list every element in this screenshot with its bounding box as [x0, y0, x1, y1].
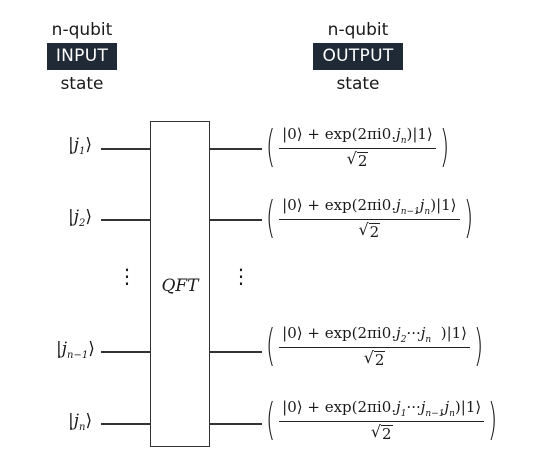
input-header-top: n-qubit	[51, 20, 113, 40]
input-ket-1: |j1⟩	[68, 135, 93, 157]
output-ellipsis: ⋮	[231, 264, 251, 288]
output-wire-1	[210, 148, 262, 150]
input-ket-n-1: |jn−1⟩	[56, 339, 95, 361]
qft-gate-box	[150, 121, 210, 447]
output-wire-2	[210, 219, 262, 221]
output-state-1-denominator: √2	[346, 149, 369, 170]
output-state-2-denominator: √2	[358, 220, 381, 241]
input-state-header: n-qubit INPUT state	[33, 20, 131, 94]
output-state-n-1: ( |0⟩ + exp(2πi0.j2···jn )|1⟩ √2 )	[265, 320, 484, 371]
output-label-box: OUTPUT	[313, 43, 403, 70]
output-state-header: n-qubit OUTPUT state	[306, 20, 410, 94]
input-wire-n	[101, 423, 150, 425]
output-state-n-denominator: √2	[370, 422, 393, 443]
output-state-1-numerator: |0⟩ + exp(2πi0.jn)|1⟩	[279, 125, 436, 149]
output-state-n-numerator: |0⟩ + exp(2πi0.j1···jn−1jn)|1⟩	[279, 398, 485, 422]
input-ellipsis: ⋮	[117, 264, 137, 288]
input-wire-1	[101, 148, 150, 150]
input-ket-n: |jn⟩	[68, 411, 93, 433]
output-wire-n	[210, 423, 262, 425]
input-label-box: INPUT	[46, 43, 118, 70]
qft-gate-label: QFT	[161, 276, 199, 296]
input-wire-2	[101, 219, 150, 221]
input-ket-2: |j2⟩	[68, 207, 93, 229]
output-state-n-1-numerator: |0⟩ + exp(2πi0.j2···jn )|1⟩	[279, 324, 471, 348]
output-header-top: n-qubit	[327, 20, 389, 40]
output-wire-n-1	[210, 351, 262, 353]
output-state-n: ( |0⟩ + exp(2πi0.j1···jn−1jn)|1⟩ √2 )	[265, 394, 498, 445]
output-header-bottom: state	[336, 74, 380, 94]
output-state-n-1-denominator: √2	[363, 348, 386, 369]
input-wire-n-1	[101, 351, 150, 353]
output-state-2: ( |0⟩ + exp(2πi0.jn−1jn)|1⟩ √2 )	[265, 192, 473, 243]
input-header-bottom: state	[60, 74, 104, 94]
output-state-1: ( |0⟩ + exp(2πi0.jn)|1⟩ √2 )	[265, 121, 450, 172]
output-state-2-numerator: |0⟩ + exp(2πi0.jn−1jn)|1⟩	[279, 196, 460, 220]
